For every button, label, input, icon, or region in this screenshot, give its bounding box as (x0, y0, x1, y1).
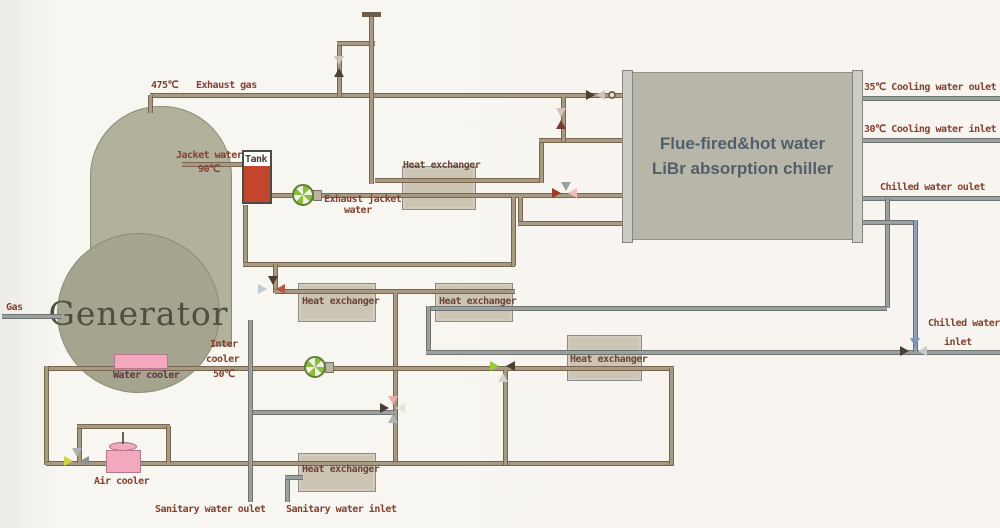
pipe-sanitary-outlet (248, 320, 253, 502)
chilled-water-inlet-label-2: inlet (944, 337, 972, 348)
intercooler-pump (304, 356, 336, 378)
tank-label: Tank (245, 154, 268, 165)
heat-exchanger-4 (567, 335, 642, 381)
pipe-cooling-inlet (860, 138, 1000, 143)
pipe-chiller-right-stub (860, 220, 917, 225)
heat-exchanger-1 (402, 166, 476, 210)
air-cooler-3way-valve-icon (64, 448, 94, 474)
bypass-check-valve-icon (556, 108, 566, 132)
pipe-mid-return (243, 262, 515, 267)
pipe-hx4-left-drop (503, 370, 508, 465)
chiller-label-line2: LiBr absorption chiller (651, 159, 834, 178)
pump-icon (304, 356, 326, 378)
water-cooler-label: Water cooler (113, 370, 180, 381)
pipe-aircooler-bypass-top (77, 424, 170, 429)
chiller-left-cap (622, 70, 633, 243)
pipe-hx4-right-drop (669, 368, 674, 465)
air-cooler-stem (122, 432, 124, 444)
chilled-inlet-valve-icon (900, 338, 934, 360)
tank (242, 150, 272, 204)
pipe-sanitary-link (250, 410, 395, 415)
pipe-cooling-outlet (860, 96, 1000, 101)
pipe-sanitary-inlet-stub (285, 475, 303, 480)
heat-exchanger-1-label: Heat exchanger (403, 160, 481, 171)
stack-check-valve-icon (334, 56, 344, 80)
pipe-hx1-top (375, 178, 543, 183)
chiller-label-line1: Flue-fired&hot water (659, 133, 826, 153)
intercooler-3way-valve-icon (490, 361, 518, 387)
pipe-chiller-feed (539, 138, 627, 143)
cooling-water-inlet-label: 30℃ Cooling water inlet (864, 124, 997, 135)
pipe-gas (2, 314, 62, 319)
inter-cooler-label-3: 50℃ (213, 369, 235, 380)
exhaust-gas-label: Exhaust gas (196, 80, 257, 91)
pipe-chilled-return-down (426, 306, 431, 352)
pipe-chilled-inlet (426, 350, 1000, 355)
pipe-chiller-lower (518, 221, 627, 226)
sanitary-3way-valve-icon (380, 396, 408, 426)
sanitary-water-inlet-label: Sanitary water inlet (286, 504, 397, 515)
pipe-chiller-lower-drop (518, 197, 523, 225)
jacket-water-temp-label: 90℃ (198, 164, 220, 175)
pump-icon (292, 184, 314, 206)
stack-cap (362, 12, 381, 17)
chiller-right-cap (852, 70, 863, 243)
pipe-chilled-inlet-drop (913, 220, 918, 352)
sanitary-water-outlet-label: Sanitary water oulet (155, 504, 266, 515)
pipe-chilled-return-drop (885, 198, 890, 308)
pipe-chilled-return (428, 306, 887, 311)
chilled-water-outlet-label: Chilled water oulet (880, 182, 985, 193)
exhaust-jacket-water-label-2: water (344, 205, 372, 216)
chiller-body: Flue-fired&hot water LiBr absorption chi… (631, 72, 854, 240)
pipe-bypass-drop (561, 97, 566, 142)
cooling-water-outlet-label: 35℃ Cooling water oulet (864, 82, 997, 93)
pipe-stack (369, 16, 374, 184)
exhaust-gas-temp-label: 475℃ (151, 80, 179, 91)
heat-exchanger-5 (298, 453, 376, 492)
generator-label: Generator (48, 293, 229, 333)
inter-cooler-label-1: Inter (210, 339, 238, 350)
heat-exchanger-3-label: Heat exchanger (439, 296, 517, 307)
pipe-cooler-line (46, 461, 674, 466)
pipe-hx1-return-drop (511, 197, 516, 266)
pipe-aircooler-bypass-left (77, 426, 82, 463)
jacket-return-3way-valve-icon (258, 276, 294, 298)
pipe-intercooler (44, 366, 674, 371)
jacket-water-pump (292, 184, 324, 206)
heat-exchanger-4-label: Heat exchanger (570, 354, 648, 365)
exhaust-jacket-water-label-1: Exhaust jacket (324, 194, 402, 205)
pipe-exhaust-gas (150, 93, 630, 98)
jacket-water-label: Jacket water (176, 150, 243, 161)
pipe-jacket-main (268, 193, 627, 198)
pipe-tank-down (243, 205, 248, 266)
pipe-exhaust-riser (148, 95, 153, 113)
air-cooler-label: Air cooler (94, 476, 150, 487)
pipe-chilled-outlet (860, 196, 1000, 201)
pipe-jacket-to-tank (182, 162, 244, 167)
pipe-hx1-riser (539, 140, 544, 183)
heat-exchanger-5-label: Heat exchanger (302, 464, 380, 475)
chiller-inlet-3way-valve-icon (552, 182, 588, 204)
pipe-stack-link (337, 41, 375, 46)
pipe-hx2-down (393, 293, 398, 465)
chilled-water-inlet-label-1: Chilled water (928, 318, 1000, 329)
pipe-sanitary-inlet (285, 475, 290, 502)
pipe-aircooler-bypass-right (166, 426, 171, 463)
inter-cooler-label-2: cooler (206, 354, 240, 365)
pipe-left-drop (44, 366, 49, 465)
air-cooler-box (106, 450, 141, 473)
heat-exchanger-2-label: Heat exchanger (302, 296, 380, 307)
water-cooler-box (114, 354, 168, 369)
exhaust-gas-valve-icon (586, 88, 620, 102)
tank-liquid (244, 166, 270, 202)
gas-label: Gas (6, 302, 23, 313)
